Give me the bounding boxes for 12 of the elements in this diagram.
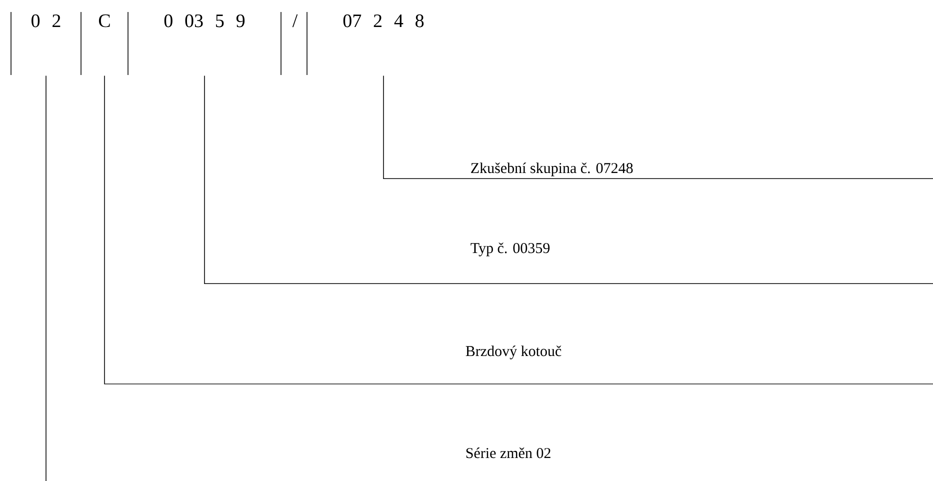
code-cell: 0 2 — [10, 12, 60, 76]
leader-line — [204, 75, 933, 284]
leader-line — [104, 75, 933, 384]
code-cell: 0 03 5 9 — [128, 12, 282, 76]
code-cell: C — [80, 12, 110, 76]
separator-slash: / — [292, 14, 298, 28]
field-description: Zkušební skupina č. 07248 — [471, 162, 633, 176]
field-description: Brzdový kotouč — [466, 346, 562, 360]
field-description: Typ č. 00359 — [470, 242, 550, 256]
leader-line — [383, 75, 933, 179]
code-cell: 07 2 4 8 — [306, 12, 424, 76]
field-description: Série změn 02 — [466, 448, 550, 458]
